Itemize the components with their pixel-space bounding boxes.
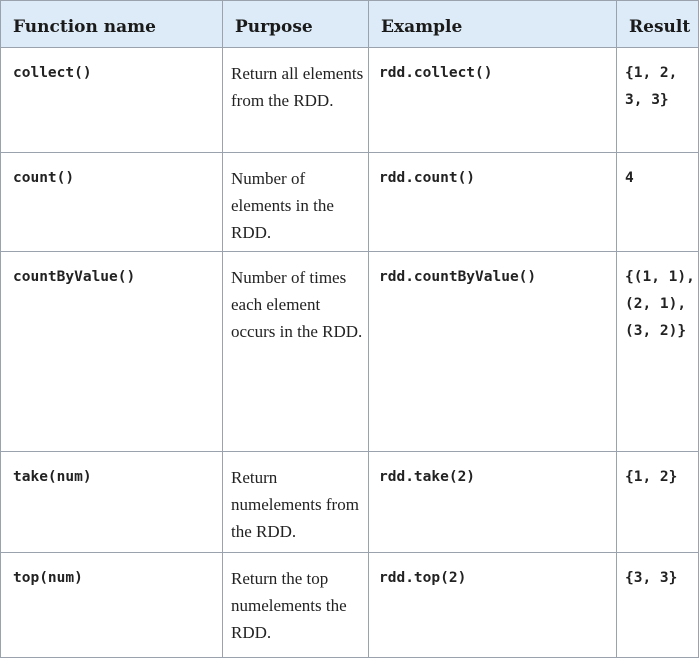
purpose-cell: Number of elements in the RDD. [222,152,369,252]
purpose-cell: Return the top numelements the RDD. [222,552,369,658]
example-cell: rdd.countByValue() [368,251,617,452]
example-cell: rdd.top(2) [368,552,617,658]
purpose-text: Number of times each element occurs in t… [231,268,363,341]
result-value: {1, 2, 3, 3} [625,65,678,108]
result-value: 4 [625,170,634,186]
result-value: {1, 2} [625,469,678,485]
table-header-row: Function name Purpose Example Result [0,0,699,48]
function-name: countByValue() [13,269,136,285]
table-row: countByValue() Number of times each elem… [0,251,699,452]
table-row: count() Number of elements in the RDD. r… [0,152,699,252]
result-cell: {1, 2} [616,451,699,553]
result-cell: {(1, 1), (2, 1), (3, 2)} [616,251,699,452]
purpose-text: Return numelements from the RDD. [231,468,359,541]
result-value: {3, 3} [625,570,678,586]
function-name: top(num) [13,570,83,586]
header-function-name: Function name [0,0,223,48]
function-name: count() [13,170,75,186]
example-code: rdd.top(2) [379,570,467,586]
example-code: rdd.collect() [379,65,493,81]
result-cell: 4 [616,152,699,252]
example-code: rdd.take(2) [379,469,476,485]
table-row: collect() Return all elements from the R… [0,47,699,153]
example-cell: rdd.count() [368,152,617,252]
function-cell: collect() [0,47,223,153]
table-row: top(num) Return the top numelements the … [0,552,699,658]
example-code: rdd.count() [379,170,476,186]
purpose-cell: Return all elements from the RDD. [222,47,369,153]
function-cell: countByValue() [0,251,223,452]
function-cell: count() [0,152,223,252]
example-cell: rdd.take(2) [368,451,617,553]
result-cell: {1, 2, 3, 3} [616,47,699,153]
table-row: take(num) Return numelements from the RD… [0,451,699,553]
example-code: rdd.countByValue() [379,269,537,285]
function-cell: take(num) [0,451,223,553]
purpose-text: Return the top numelements the RDD. [231,569,347,642]
result-cell: {3, 3} [616,552,699,658]
header-purpose: Purpose [222,0,369,48]
example-cell: rdd.collect() [368,47,617,153]
result-value: {(1, 1), (2, 1), (3, 2)} [625,269,695,339]
function-name: take(num) [13,469,92,485]
header-result: Result [616,0,699,48]
purpose-text: Number of elements in the RDD. [231,169,334,242]
purpose-cell: Return numelements from the RDD. [222,451,369,553]
purpose-text: Return all elements from the RDD. [231,64,364,110]
header-example: Example [368,0,617,48]
purpose-cell: Number of times each element occurs in t… [222,251,369,452]
function-cell: top(num) [0,552,223,658]
function-name: collect() [13,65,92,81]
